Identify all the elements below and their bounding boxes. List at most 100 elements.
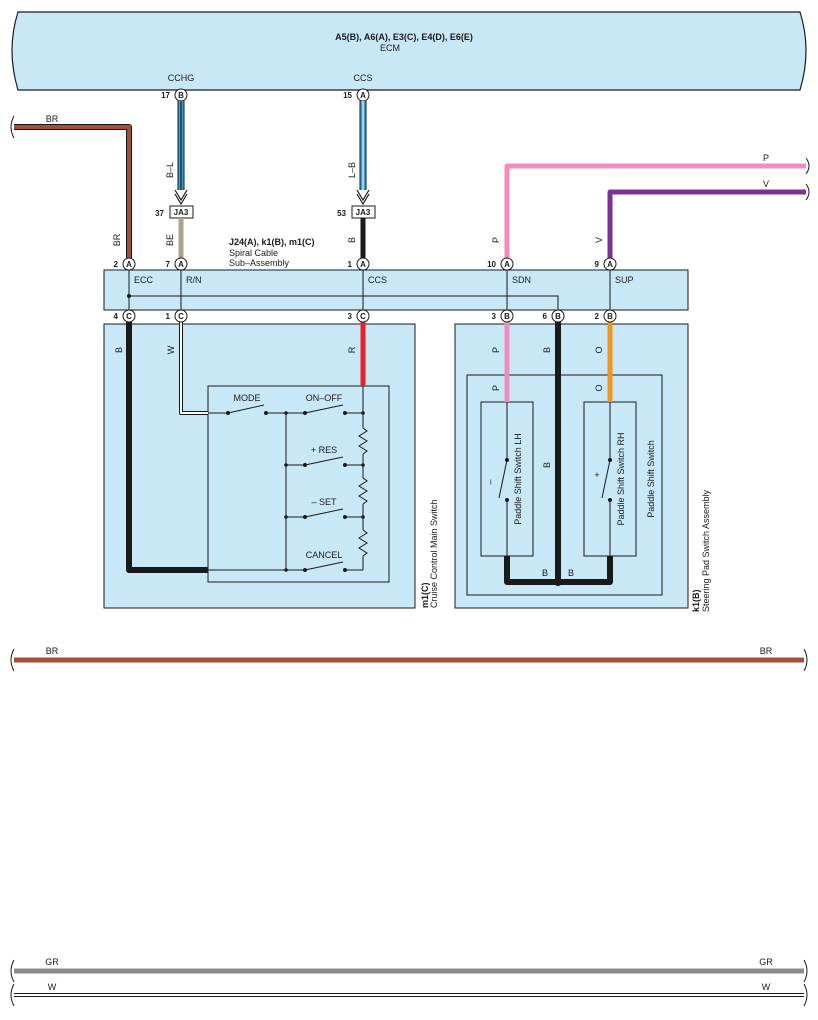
steering-connector: k1(B) [691,589,701,612]
spiral-pin: 6 B [543,309,565,323]
wire-b-ccs: B [347,218,366,258]
ecm-pin-cchg: CCHG 17 B [161,73,195,102]
wire-color-label: B [542,462,552,468]
spiral-pin: 7 A [166,257,188,271]
junction-number: 37 [155,209,164,218]
paddle-lh-label: Paddle Shift Switch LH [513,433,523,525]
pin-number: 7 [166,260,171,269]
wire-color-label: V [763,179,769,189]
wire-l-b: L–B [347,101,370,206]
pin-letter: C [178,312,184,321]
spiral-pin: 2 B [595,309,617,323]
pin-letter: B [607,312,613,321]
pin-letter: A [360,91,366,100]
switch-label-res: + RES [311,445,337,455]
wire-color-label: P [491,237,501,243]
steering-pad-box: P P O O B B B B – Paddle Shift Switch LH… [454,322,711,612]
wire-color-label: B–L [165,162,175,178]
pin-letter: C [126,312,132,321]
spiral-pin: 3 C [348,309,370,323]
switch-label-cancel: CANCEL [306,550,343,560]
wire-color-label: O [594,346,604,353]
spiral-cable-box: ECC R/N CCS SDN SUP [103,269,689,316]
junction-ja3-37: 37 JA3 [155,205,194,219]
wire-color-label: BR [46,114,59,124]
wire-be: BE [165,218,184,258]
wire-v: V V [594,179,810,258]
spiral-pin: 10 A [487,257,514,271]
pin-number: 2 [595,312,600,321]
wire-color-label: GR [759,957,773,967]
pin-letter: A [178,260,184,269]
junction-ja3-53: 53 JA3 [337,205,376,219]
wire-b-l: B–L [165,101,188,206]
spiral-pin: 9 A [595,257,617,271]
spiral-pin: 4 C [114,309,136,323]
pin-letter: B [555,312,561,321]
wire-br-top: BR BR [10,114,132,258]
wire-color-label: P [763,153,769,163]
spiral-connectors: J24(A), k1(B), m1(C) [229,237,315,247]
pin-letter: B [504,312,510,321]
switch-label-on-off: ON–OFF [306,393,343,403]
wire-color-label: BE [165,234,175,246]
pin-number: 6 [543,312,548,321]
wire-color-label: W [762,982,771,992]
spiral-label-ecc: ECC [134,275,154,285]
wire-color-label: B [542,568,548,578]
pin-letter: A [360,260,366,269]
spiral-cable-title: J24(A), k1(B), m1(C) Spiral Cable Sub–As… [229,237,315,268]
paddle-group-label: Paddle Shift Switch [646,440,656,518]
wire-gr-bottom: GR GR [10,957,808,983]
pin-signal-label: CCHG [168,73,195,83]
wire-color-label: B [347,237,357,243]
cruise-name: Cruise Control Main Switch [429,499,439,608]
ecm-connectors: A5(B), A6(A), E3(C), E4(D), E6(E) [335,32,473,42]
pin-number: 1 [348,260,353,269]
spiral-pin: 1 C [166,309,188,323]
pin-number: 3 [492,312,497,321]
wire-p: P P [491,153,810,258]
spiral-label-ccs: CCS [368,275,387,285]
wire-w-bottom: W W [10,982,808,1007]
pin-number: 1 [166,312,171,321]
spiral-pin: 3 B [492,309,514,323]
wire-color-label: BR [46,646,59,656]
wire-color-label: P [491,385,501,391]
paddle-rh-sign: + [594,470,599,480]
junction-number: 53 [337,209,346,218]
spiral-bottom-pins: 4 C 1 C 3 C 3 B 6 B 2 B [114,309,617,323]
cruise-control-box: B W R [103,322,439,609]
wire-color-label: B [114,347,124,353]
steering-name: Steering Pad Switch Assembly [701,489,711,612]
pin-number: 2 [114,260,119,269]
wire-color-label: B [568,568,574,578]
pin-letter: A [126,260,132,269]
wire-br-bottom: BR BR [10,646,808,672]
pin-letter: A [504,260,510,269]
junction-name: JA3 [356,208,371,217]
pin-number: 10 [487,260,496,269]
wire-color-label: B [542,347,552,353]
spiral-label-sup: SUP [615,275,634,285]
pin-number: 15 [343,91,352,100]
pin-number: 3 [348,312,353,321]
wire-color-label: V [594,237,604,243]
pin-number: 9 [595,260,600,269]
switch-label-set: – SET [311,497,337,507]
wire-color-label: W [48,982,57,992]
wire-color-label: O [594,384,604,391]
ecm-box: A5(B), A6(A), E3(C), E4(D), E6(E) ECM [11,11,807,91]
wire-color-label: BR [760,646,773,656]
junction-name: JA3 [174,208,189,217]
pin-letter: B [178,91,184,100]
paddle-lh-sign: – [485,479,495,484]
paddle-rh-label: Paddle Shift Switch RH [616,432,626,525]
wire-color-label: R [347,346,357,353]
wire-color-label: P [491,347,501,353]
pin-number: 17 [161,91,170,100]
pin-signal-label: CCS [353,73,372,83]
spiral-top-pins: 2 A 7 A 1 A 10 A 9 A [114,257,617,271]
cruise-connector: m1(C) [420,582,430,608]
